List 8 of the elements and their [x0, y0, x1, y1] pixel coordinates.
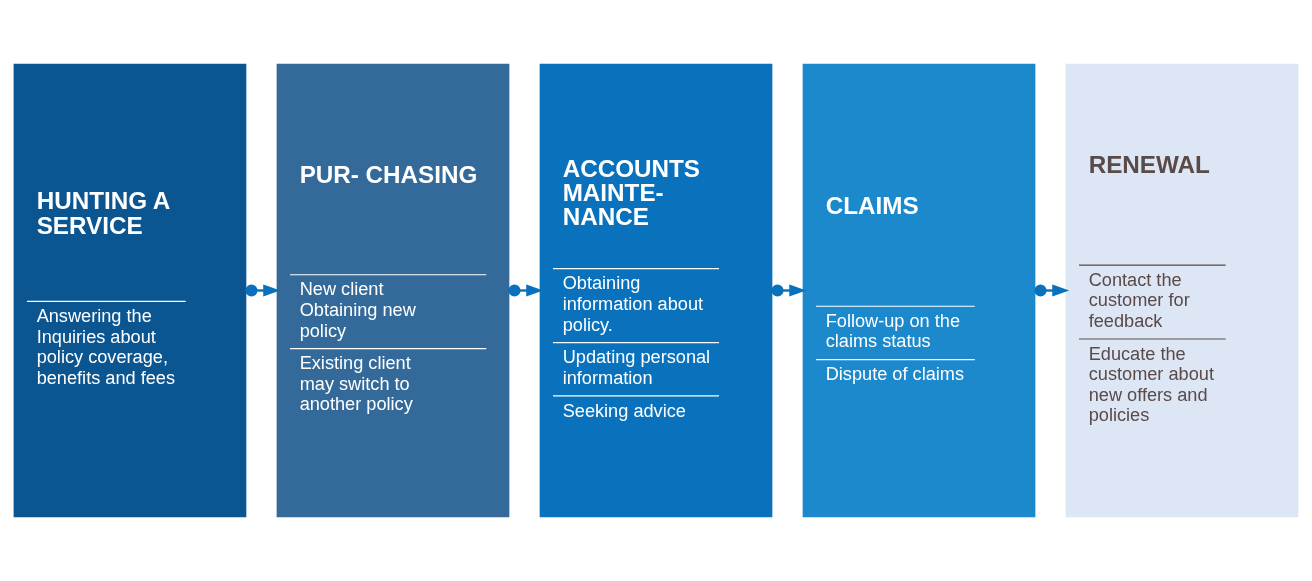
arrow [1034, 284, 1070, 297]
arrow [771, 284, 807, 297]
node-box: ACCOUNTS MAINTE- NANCE Obtaining information about policy. Updating personal information Seeking advice [539, 63, 773, 518]
node-box: CLAIMS Follow-up on the claims status Dispute of claims [802, 63, 1036, 518]
node-box: RENEWAL Contact the customer for feedback Educate the customer about new offers and policies [1065, 63, 1299, 518]
node-box: PUR- CHASING New client Obtaining new policy Existing client may switch to another policy [276, 63, 510, 518]
node-box: HUNTING A SERVICE Answering the Inquiries about policy coverage, benefits and fees [13, 63, 247, 518]
arrow [245, 284, 281, 297]
